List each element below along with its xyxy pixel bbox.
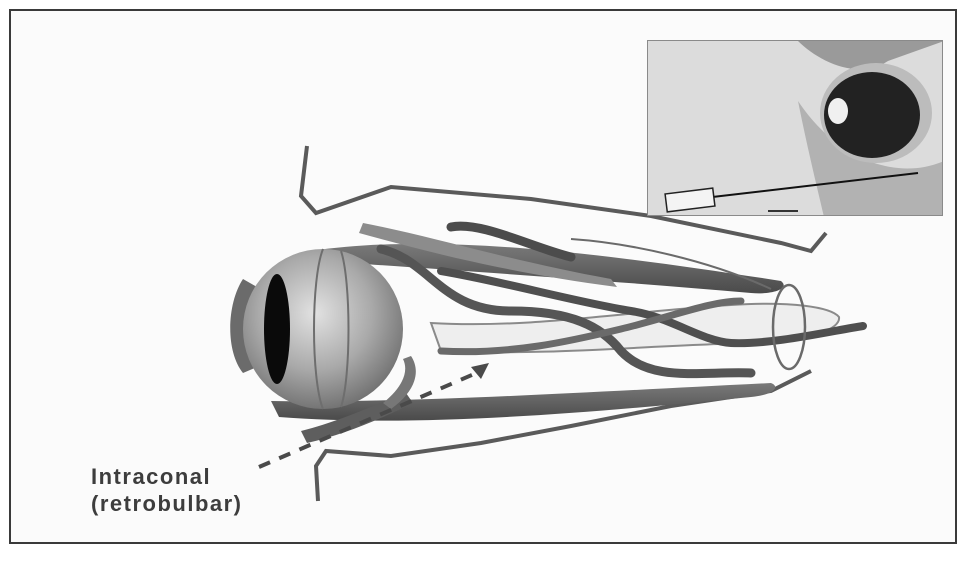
label-line1: Intraconal (91, 463, 243, 490)
slide-frame: Intraconal (retrobulbar) (9, 9, 957, 544)
eye-globe (230, 249, 403, 409)
pupil (264, 274, 290, 384)
intraconal-label: Intraconal (retrobulbar) (91, 463, 243, 517)
label-line2: (retrobulbar) (91, 490, 243, 517)
needle-inset-illustration (647, 40, 943, 216)
